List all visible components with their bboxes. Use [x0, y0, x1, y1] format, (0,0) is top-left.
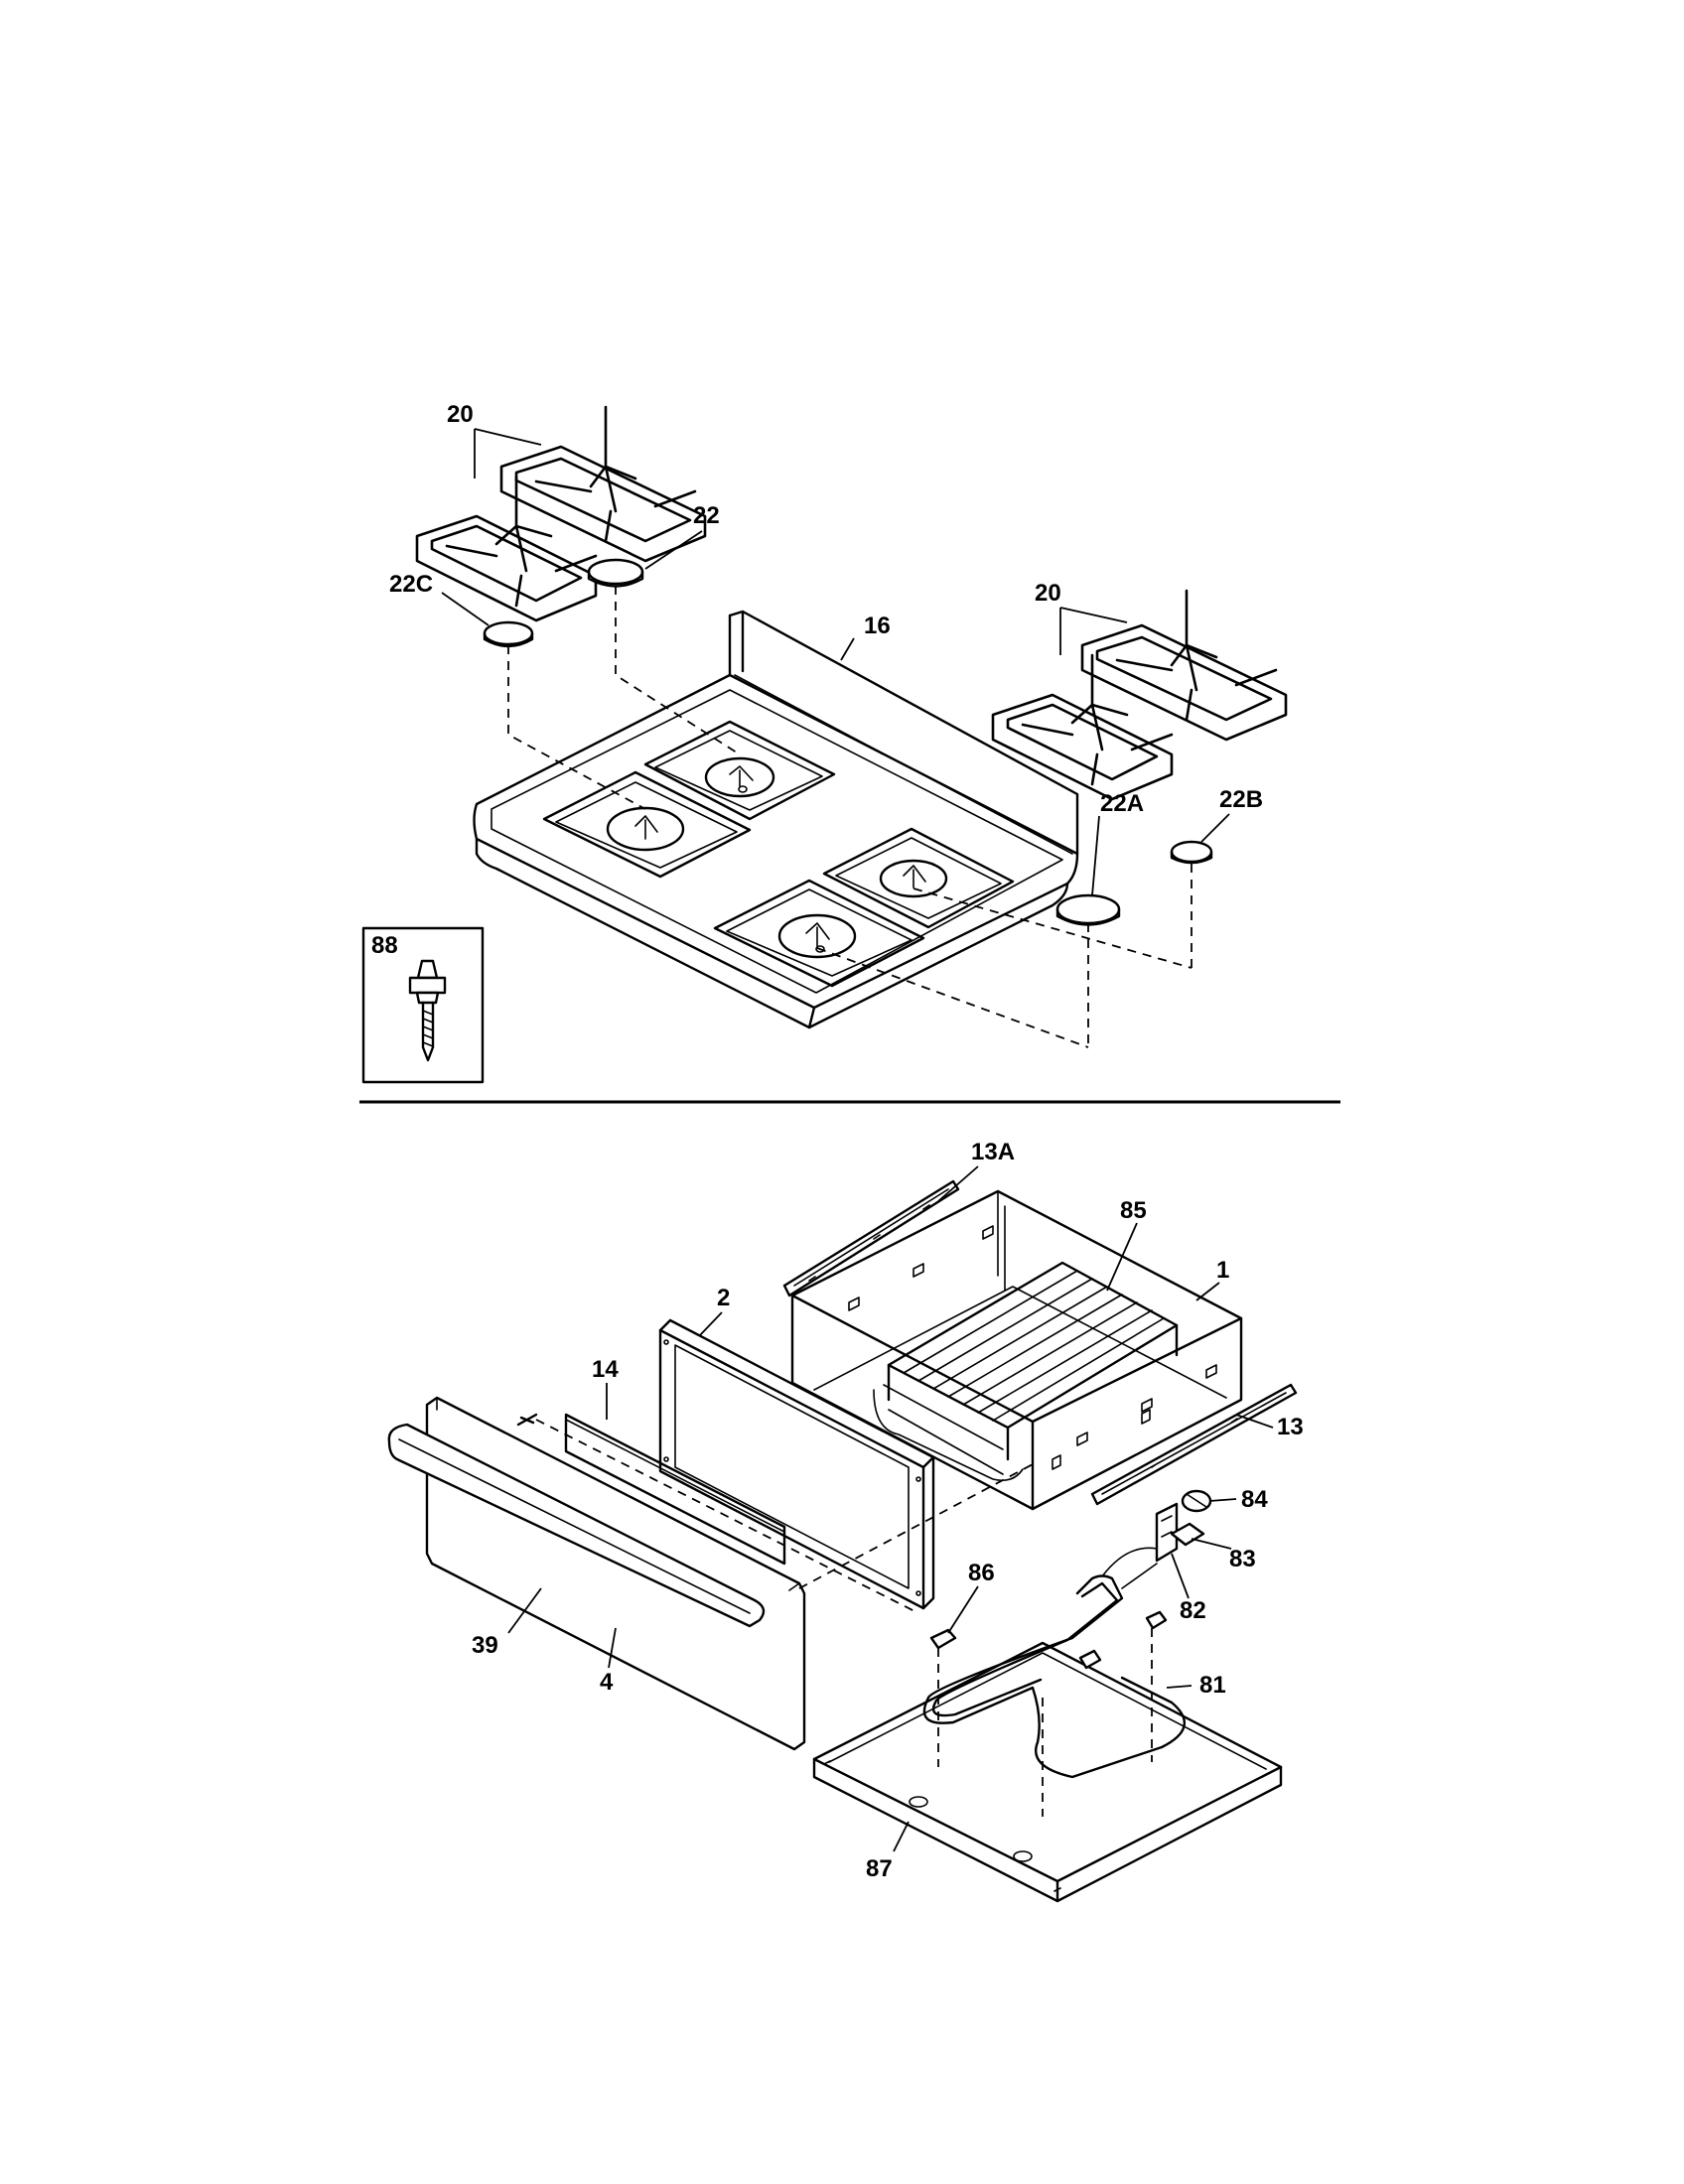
- label-81: 81: [1199, 1672, 1226, 1699]
- burner-cap-22: [587, 558, 644, 588]
- slide-rail-13a: [782, 1179, 960, 1297]
- igniter-bracket-82: [1155, 1502, 1179, 1563]
- label-82: 82: [1180, 1597, 1206, 1624]
- inset-box-88: [361, 926, 485, 1084]
- label-88: 88: [371, 932, 398, 959]
- right-burner-grates: [991, 589, 1288, 801]
- label-39: 39: [472, 1632, 498, 1659]
- bake-element-81: [922, 1574, 1187, 1779]
- callout-labels: 20 22 22C 16 20 22A 22B 88 13A 85 1 2 14…: [371, 401, 1304, 1882]
- broiler-rack-85: [873, 1261, 1179, 1482]
- bracket-83: [1170, 1522, 1205, 1547]
- label-2: 2: [717, 1285, 730, 1311]
- element-wire: [1101, 1547, 1158, 1589]
- label-86: 86: [968, 1560, 995, 1586]
- label-22b: 22B: [1219, 786, 1263, 813]
- drawer-front-panel-4: [425, 1396, 806, 1751]
- label-13: 13: [1277, 1414, 1304, 1440]
- drawer-screw: [516, 1413, 538, 1427]
- label-85: 85: [1120, 1197, 1147, 1224]
- label-84: 84: [1241, 1486, 1268, 1513]
- label-4: 4: [600, 1669, 614, 1696]
- label-83: 83: [1229, 1546, 1256, 1572]
- label-13a: 13A: [971, 1139, 1015, 1165]
- drawer-alignment-lines: [535, 1419, 1034, 1614]
- igniter-84: [1181, 1489, 1212, 1513]
- left-burner-grates: [415, 405, 707, 622]
- burner-cap-22b: [1170, 840, 1213, 865]
- label-1: 1: [1216, 1257, 1229, 1284]
- label-87: 87: [866, 1855, 893, 1882]
- label-22: 22: [693, 502, 720, 529]
- main-cooktop-16: [473, 610, 1079, 1029]
- label-16: 16: [864, 613, 891, 639]
- element-clips: [1078, 1610, 1168, 1670]
- label-20-right: 20: [1035, 580, 1061, 607]
- label-14: 14: [592, 1356, 619, 1383]
- element-screw-lines: [937, 1628, 1153, 1817]
- cooktop-alignment-lines: [507, 586, 1193, 1048]
- drawer-liner-14: [564, 1413, 786, 1566]
- burner-cap-22c: [483, 620, 534, 648]
- burner-cap-22a: [1055, 893, 1121, 926]
- drawer-handle-39: [387, 1423, 766, 1628]
- drawer-frame-panel-2: [658, 1318, 935, 1610]
- label-20-left: 20: [447, 401, 474, 428]
- element-clip-86: [929, 1628, 957, 1650]
- callout-leaders: [441, 428, 1274, 1852]
- label-22c: 22C: [389, 571, 433, 598]
- label-22a: 22A: [1100, 790, 1144, 817]
- slide-rail-13: [1090, 1383, 1298, 1506]
- oven-bottom-plate-87: [812, 1641, 1283, 1903]
